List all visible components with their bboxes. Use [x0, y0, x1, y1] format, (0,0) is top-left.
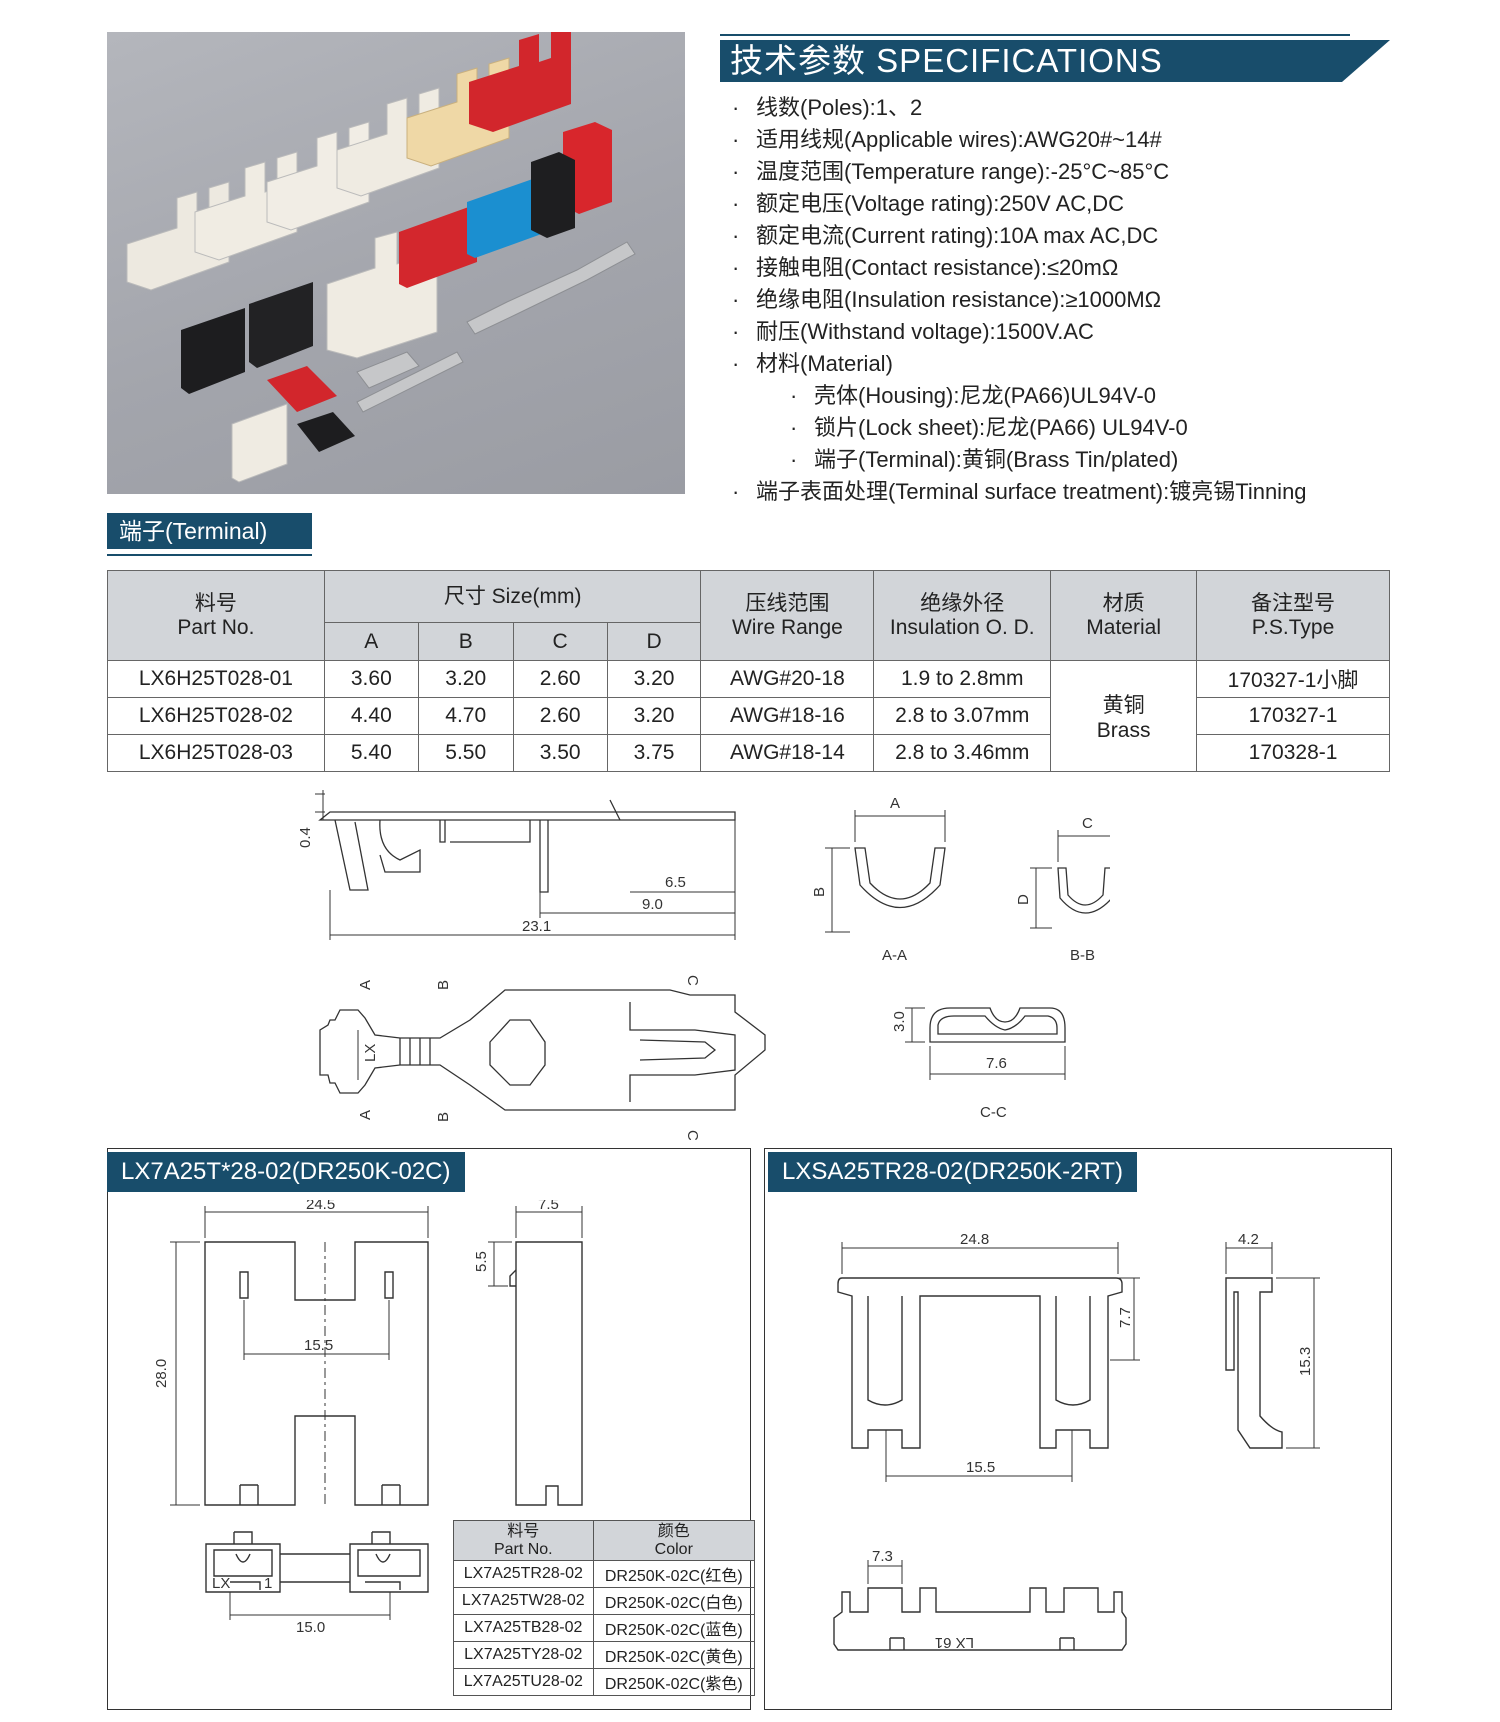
dim-7-6: 7.6 [986, 1055, 1007, 1072]
red-single [563, 122, 612, 214]
specifications-list: ·线数(Poles):1、2 ·适用线规(Applicable wires):A… [732, 92, 1432, 508]
specifications-header: 技术参数 SPECIFICATIONS [720, 34, 1390, 82]
left-panel-title: LX7A25T*28-02(DR250K-02C) [107, 1152, 465, 1192]
top-a-label: A [357, 980, 374, 990]
header-size: 尺寸 Size(mm) [323, 570, 702, 623]
white-housings [126, 87, 440, 483]
dim-7-7: 7.7 [1117, 1307, 1134, 1328]
top-c-label: C [684, 975, 701, 986]
black-single [531, 152, 575, 238]
dim-23-1: 23.1 [522, 918, 551, 935]
spec-subitem: ·壳体(Housing):尼龙(PA66)UL94V-0 [790, 383, 1156, 408]
header-c: C [512, 622, 608, 661]
spec-item: ·适用线规(Applicable wires):AWG20#~14# [732, 127, 1162, 152]
black-housing [181, 308, 245, 394]
dim-15-5: 15.5 [304, 1337, 333, 1354]
left-panel-tag: LX7A25T*28-02(DR250K-02C) [107, 1152, 465, 1192]
dim-3-0: 3.0 [891, 1011, 908, 1032]
section-aa: A-A [882, 947, 907, 964]
terminal-drawing: 0.4 6.5 9.0 23.1 A B A-A C D B-B A A B B… [297, 790, 1110, 1140]
top-a-label-2: A [357, 1110, 374, 1120]
spec-item: ·线数(Poles):1、2 [732, 95, 923, 120]
right-drawing: 24.8 7.7 15.5 4.2 15.3 [837, 1231, 1320, 1482]
right-panel [764, 1148, 1392, 1710]
spec-item: ·端子表面处理(Terminal surface treatment):镀亮锡T… [732, 479, 1307, 504]
left-panel [107, 1148, 751, 1710]
top-b-label-2: B [435, 1112, 452, 1122]
dim-24-5: 24.5 [306, 1200, 335, 1213]
dim-15-5: 15.5 [966, 1459, 995, 1476]
dim-28-0: 28.0 [153, 1359, 170, 1388]
metal-terminals [356, 241, 636, 413]
left-bottom-drawing: LX 1 15.0 [205, 1531, 429, 1636]
top-marking: LX [362, 1044, 379, 1062]
section-a-label: A [890, 795, 900, 812]
black-lock [297, 412, 355, 452]
dim-4-2: 4.2 [1238, 1231, 1259, 1248]
spec-item: ·材料(Material) [732, 351, 893, 376]
black-housing-2 [249, 282, 313, 368]
red-housing [469, 32, 571, 132]
dim-15-3: 15.3 [1297, 1347, 1314, 1376]
section-d-label: D [1015, 894, 1032, 905]
right-panel-title: LXSA25TR28-02(DR250K-2RT) [768, 1152, 1138, 1192]
mark-lx: LX [212, 1575, 230, 1592]
right-bottom-drawing: 7.3 LX 61 [833, 1548, 1127, 1651]
terminal-section-tag: 端子(Terminal) [107, 513, 312, 556]
spec-subitem: ·端子(Terminal):黄铜(Brass Tin/plated) [790, 447, 1179, 472]
spec-item: ·接触电阻(Contact resistance):≤20mΩ [732, 255, 1119, 280]
spec-subitem: ·锁片(Lock sheet):尼龙(PA66) UL94V-0 [790, 415, 1188, 440]
right-panel-tag: LXSA25TR28-02(DR250K-2RT) [768, 1152, 1138, 1192]
dim-15-0: 15.0 [296, 1619, 325, 1636]
spec-item: ·额定电压(Voltage rating):250V AC,DC [732, 191, 1125, 216]
top-b-label: B [435, 980, 452, 990]
spec-item: ·耐压(Withstand voltage):1500V.AC [732, 319, 1094, 344]
red-lock [267, 366, 337, 412]
dim-9-0: 9.0 [642, 896, 663, 913]
section-cc: C-C [980, 1104, 1007, 1121]
blue-housing [467, 174, 547, 258]
section-c-label: C [1082, 815, 1093, 832]
header-d: D [606, 622, 702, 661]
right-mark: LX 61 [935, 1634, 974, 1651]
left-drawing: 24.5 15.5 28.0 7.5 5.5 [153, 1200, 583, 1506]
dim-24-8: 24.8 [960, 1231, 989, 1248]
mark-1: 1 [264, 1575, 272, 1592]
dim-0-4: 0.4 [297, 827, 314, 848]
section-bb: B-B [1070, 947, 1095, 964]
specifications-title: 技术参数 SPECIFICATIONS [730, 42, 1163, 79]
product-photo [107, 32, 685, 494]
spec-item: ·额定电流(Current rating):10A max AC,DC [732, 223, 1159, 248]
header-b: B [417, 622, 514, 661]
red-housing-2 [399, 204, 477, 288]
terminal-section-title: 端子(Terminal) [107, 513, 312, 549]
header-a: A [323, 622, 419, 661]
dim-7-5: 7.5 [538, 1200, 559, 1213]
spec-item: ·温度范围(Temperature range):-25°C~85°C [732, 159, 1170, 184]
dim-6-5: 6.5 [665, 874, 686, 891]
dim-5-5: 5.5 [473, 1251, 490, 1272]
section-b-label: B [811, 887, 828, 897]
top-c-label-2: C [684, 1130, 701, 1140]
dim-7-3: 7.3 [872, 1548, 893, 1565]
spec-item: ·绝缘电阻(Insulation resistance):≥1000MΩ [732, 287, 1162, 312]
